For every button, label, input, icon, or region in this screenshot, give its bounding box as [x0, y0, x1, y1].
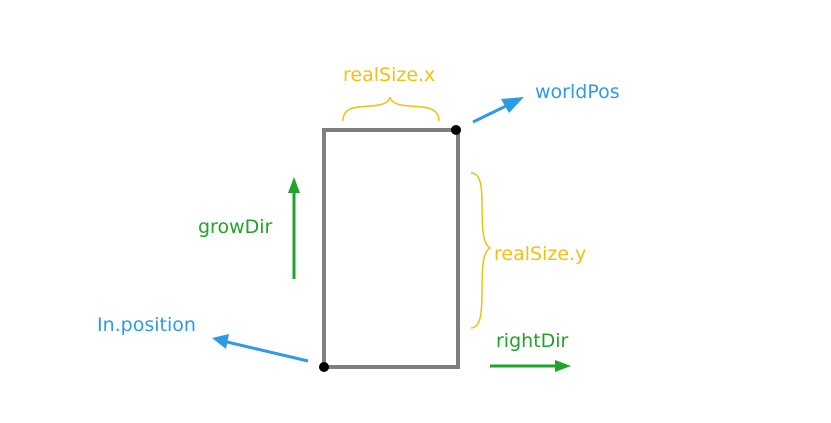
- in-position-arrow: [212, 334, 309, 363]
- right-dir-arrow: [490, 360, 571, 372]
- bottom-left-corner-dot: [319, 362, 329, 372]
- real-size-x-label: realSize.x: [343, 64, 435, 86]
- grow-dir-arrow: [288, 177, 300, 279]
- real-size-y-label: realSize.y: [494, 243, 586, 265]
- world-pos-arrow: [472, 97, 524, 124]
- rect-outline: [322, 128, 460, 369]
- top-brace: [342, 96, 440, 122]
- right-brace: [470, 172, 492, 329]
- world-pos-label: worldPos: [535, 81, 620, 103]
- in-position-label: In.position: [97, 314, 196, 336]
- top-right-corner-dot: [451, 125, 461, 135]
- grow-dir-label: growDir: [198, 216, 273, 238]
- right-dir-label: rightDir: [496, 330, 569, 352]
